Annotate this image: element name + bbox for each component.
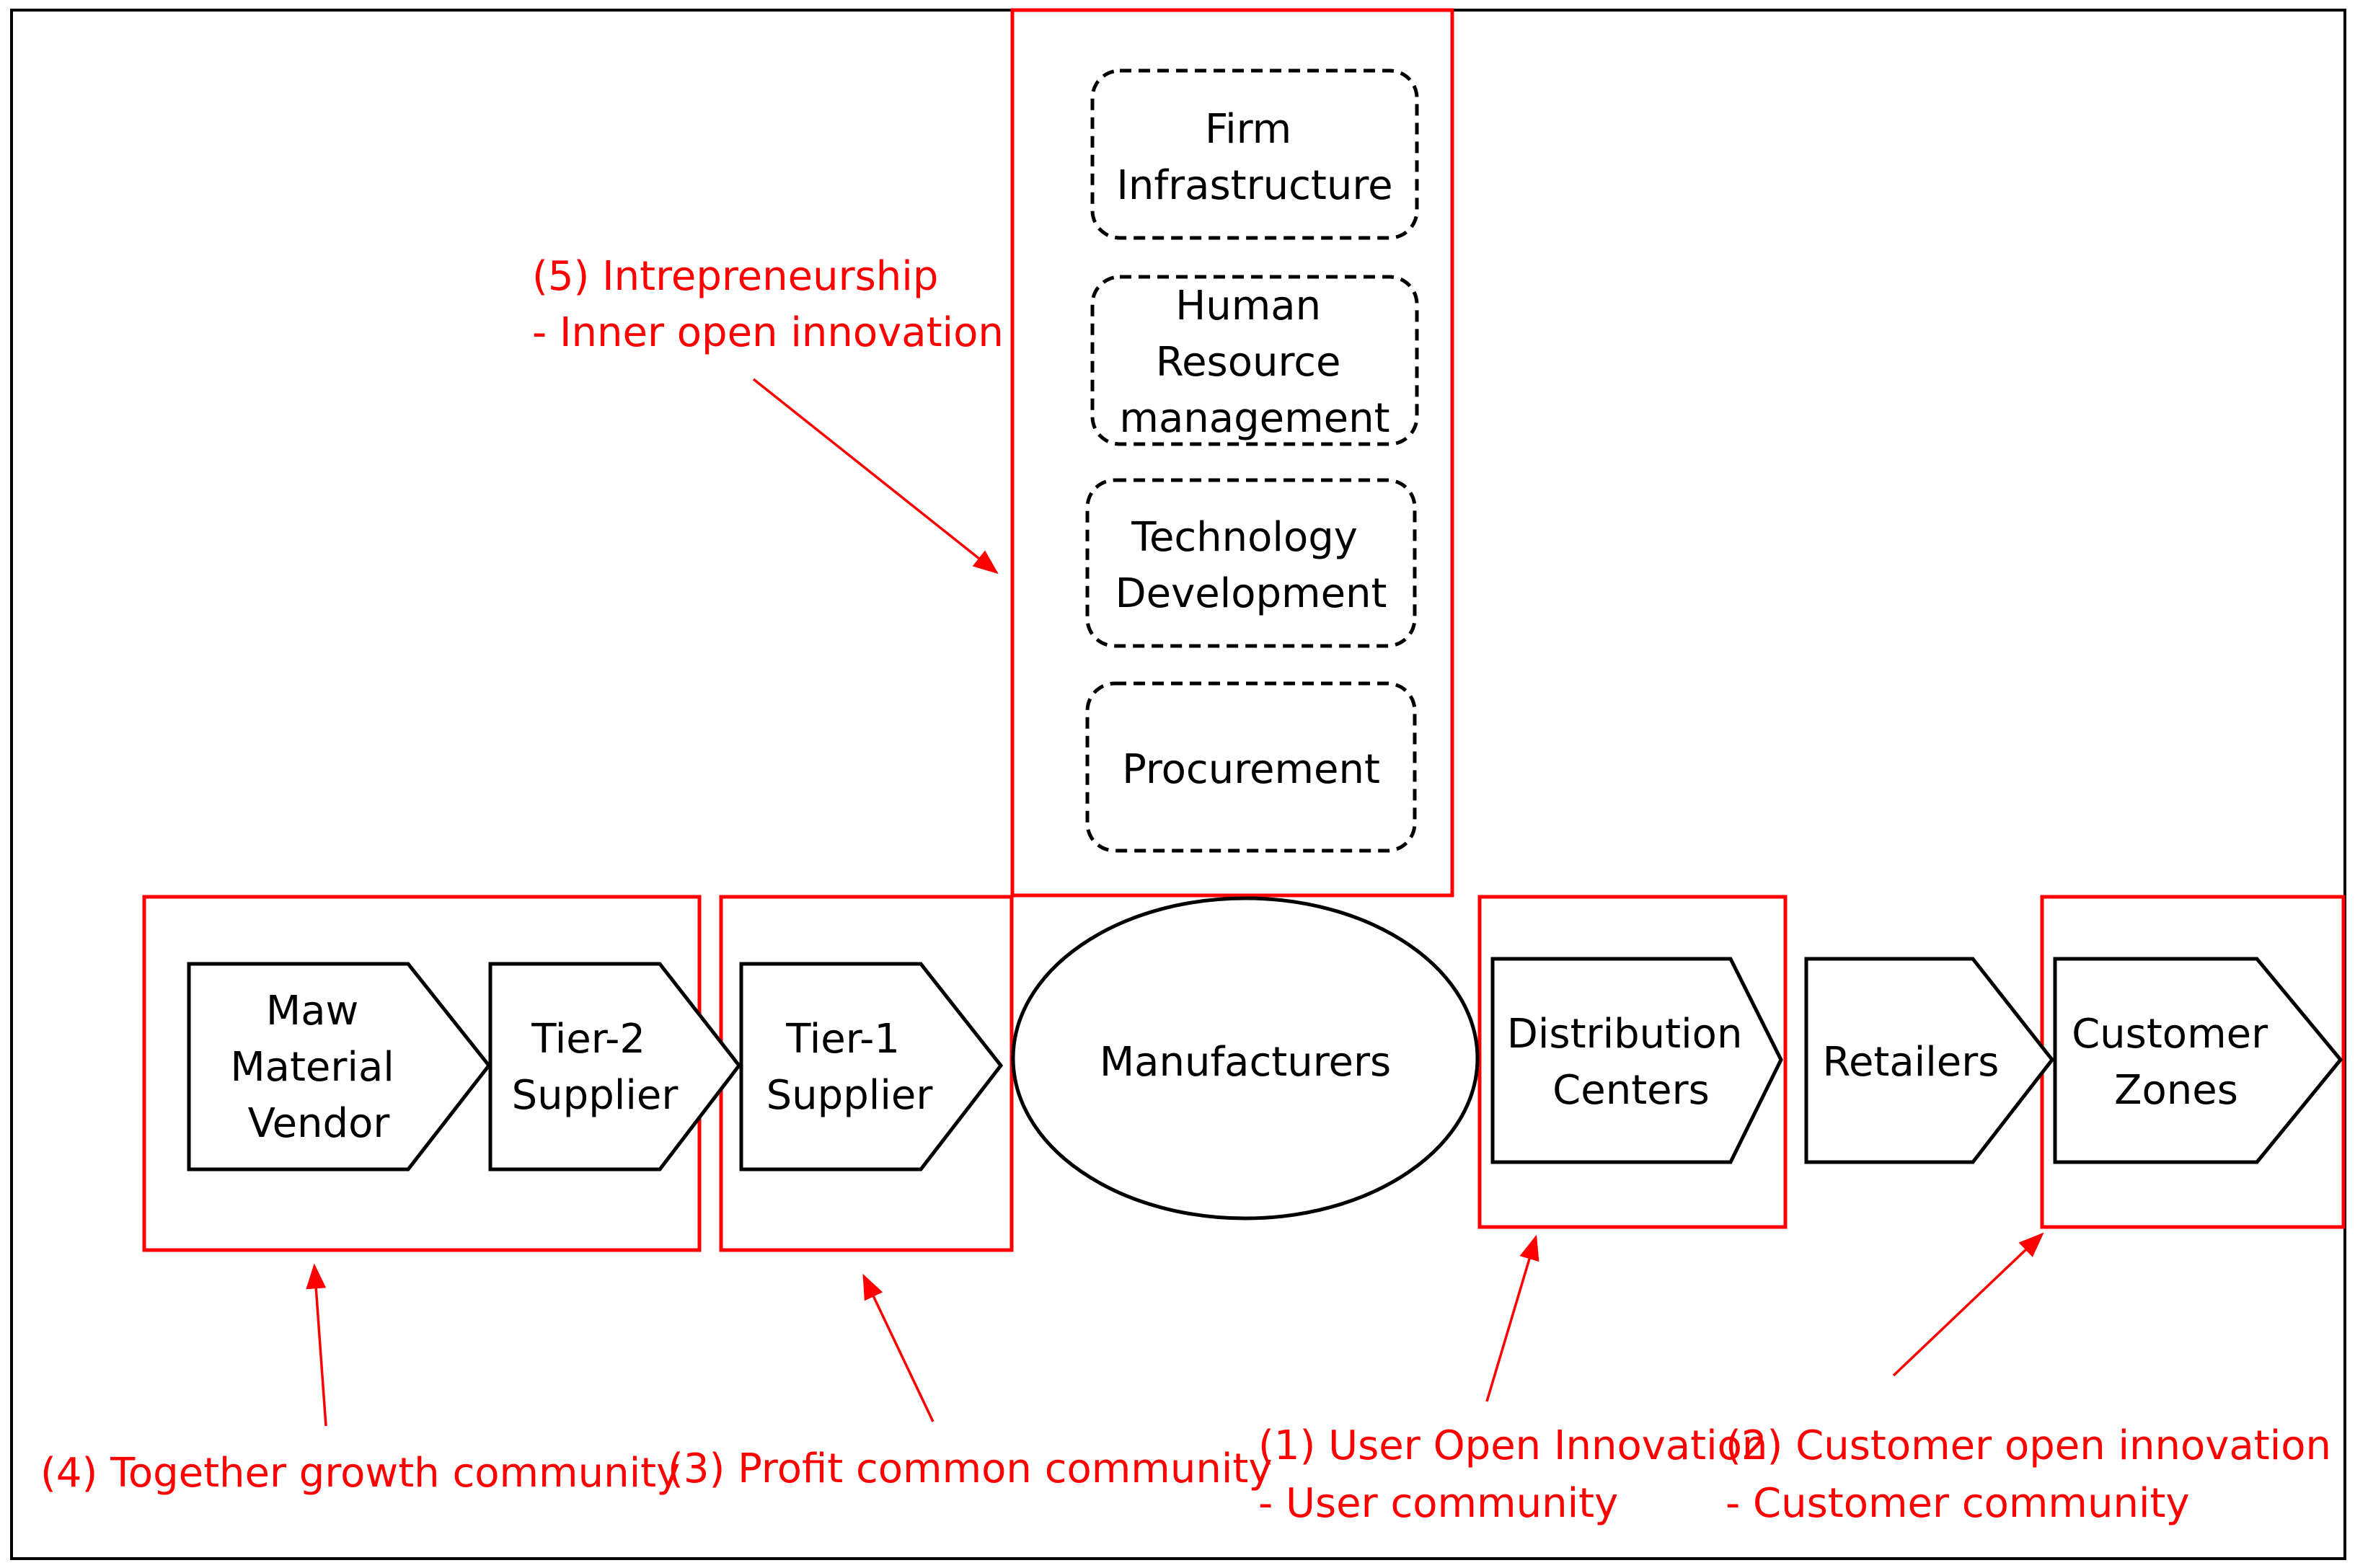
- manufacturers-label: Manufacturers: [1100, 1039, 1391, 1086]
- profit-common-arrow: [862, 1273, 935, 1422]
- user-open-innovation-region: [1477, 895, 1788, 1229]
- intrepreneurship-annotation: (5) Intrepreneurship - Inner open innova…: [532, 253, 1004, 356]
- together-growth-arrow: [306, 1263, 327, 1427]
- customer-open-innovation-annotation: (2) Customer open innovation - Customer …: [1726, 1422, 2344, 1527]
- tier1-supplier-shape: Tier-1 Supplier: [739, 962, 1004, 1171]
- together-growth-annotation: (4) Together growth community: [40, 1450, 680, 1497]
- technology-development-box: Technology Development: [1085, 478, 1417, 648]
- retailers-label: Retailers: [1823, 1039, 2000, 1086]
- technology-development-label: Technology Development: [1115, 514, 1387, 617]
- procurement-label: Procurement: [1122, 746, 1380, 793]
- customer-zones-label: Customer Zones: [2072, 1011, 2281, 1114]
- support-activities-region: [1010, 8, 1454, 898]
- raw-material-vendor-label: Maw Material Vendor: [230, 988, 407, 1147]
- firm-infrastructure-label: Firm Infrastructure: [1116, 106, 1392, 209]
- retailers-shape: Retailers: [1804, 957, 2055, 1164]
- tier1-supplier-label: Tier-1 Supplier: [766, 1016, 934, 1119]
- tier2-supplier-shape: Tier-2 Supplier: [488, 962, 742, 1171]
- firm-infrastructure-box: Firm Infrastructure: [1090, 68, 1419, 240]
- profit-common-annotation: (3) Profit common community: [668, 1445, 1273, 1492]
- distribution-centers-shape: Distribution Centers: [1490, 957, 1783, 1164]
- raw-material-vendor-shape: Maw Material Vendor: [187, 962, 492, 1171]
- customer-open-innovation-arrow: [1892, 1232, 2044, 1377]
- intrepreneurship-arrow: [752, 378, 999, 575]
- tier2-supplier-label: Tier-2 Supplier: [512, 1016, 679, 1119]
- distribution-centers-label: Distribution Centers: [1507, 1011, 1756, 1114]
- human-resource-label: Human Resource management: [1119, 283, 1389, 442]
- user-open-innovation-arrow: [1485, 1234, 1539, 1402]
- human-resource-box: Human Resource management: [1090, 275, 1419, 446]
- procurement-box: Procurement: [1085, 681, 1417, 853]
- customer-zones-shape: Customer Zones: [2053, 957, 2343, 1164]
- user-open-innovation-annotation: (1) User Open Innovation - User communit…: [1258, 1422, 1780, 1527]
- manufacturers-shape: Manufacturers: [1011, 896, 1480, 1221]
